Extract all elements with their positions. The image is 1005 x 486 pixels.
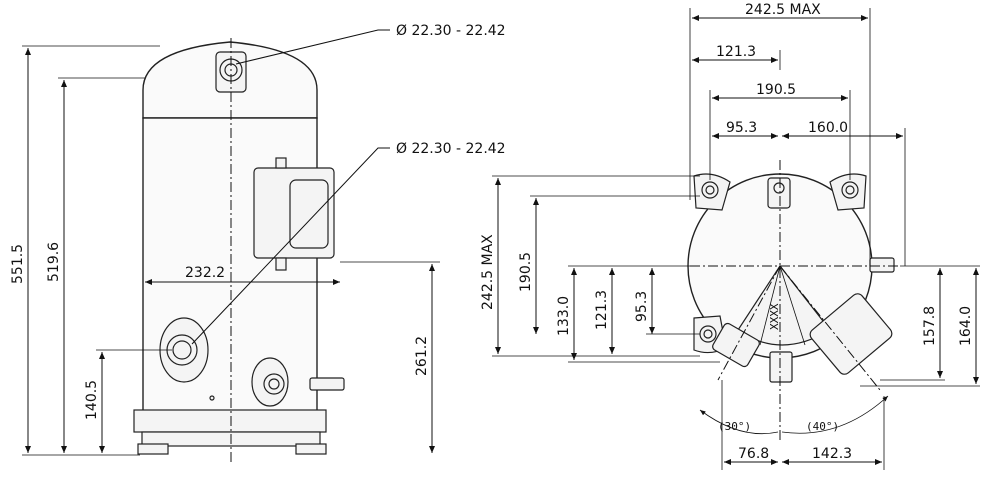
dim-depth-133: 133.0 xyxy=(556,296,572,336)
dim-total-height: 551.5 xyxy=(10,244,26,284)
discharge-pipe-top xyxy=(769,351,793,383)
terminal-box-top xyxy=(809,293,893,375)
mounting-lug-tl xyxy=(693,173,731,211)
dim-depth-157: 157.8 xyxy=(922,306,938,346)
side-view: 551.5 519.6 140.5 232.2 261.2 Ø 22.30 - … xyxy=(10,23,506,462)
dim-depth-121: 121.3 xyxy=(594,290,610,330)
dim-suction-height: 140.5 xyxy=(84,380,100,420)
dim-depth-164: 164.0 xyxy=(958,306,974,346)
dim-max-width: 242.5 MAX xyxy=(745,2,821,18)
dim-right-offset: 160.0 xyxy=(808,120,848,136)
dim-bottom-right: 142.3 xyxy=(812,446,852,462)
dim-half-width: 121.3 xyxy=(716,44,756,60)
dim-left-offset: 95.3 xyxy=(726,120,757,136)
dim-connector-height: 261.2 xyxy=(414,336,430,376)
mounting-lug-tr xyxy=(829,173,867,211)
stamp-text: XXXX xyxy=(768,303,781,330)
dim-body-height: 519.6 xyxy=(46,242,62,282)
dim-depth-190: 190.5 xyxy=(518,252,534,292)
dim-depth-95: 95.3 xyxy=(634,291,650,322)
dim-angle-left: (30°) xyxy=(718,420,751,433)
dim-width-to-box: 232.2 xyxy=(185,265,225,281)
dim-angle-right: (40°) xyxy=(806,420,839,433)
suction-pipe-top xyxy=(712,322,760,368)
side-fitting xyxy=(869,257,895,273)
top-view: XXXX 242.5 MAX 121.3 190.5 xyxy=(480,2,980,470)
label-diameter-mid: Ø 22.30 - 22.42 xyxy=(396,141,506,157)
dim-bottom-left: 76.8 xyxy=(738,446,769,462)
label-diameter-top: Ø 22.30 - 22.42 xyxy=(396,23,506,39)
dim-mount-spacing: 190.5 xyxy=(756,82,796,98)
compressor-base xyxy=(133,409,327,433)
dim-max-depth: 242.5 MAX xyxy=(480,234,496,310)
